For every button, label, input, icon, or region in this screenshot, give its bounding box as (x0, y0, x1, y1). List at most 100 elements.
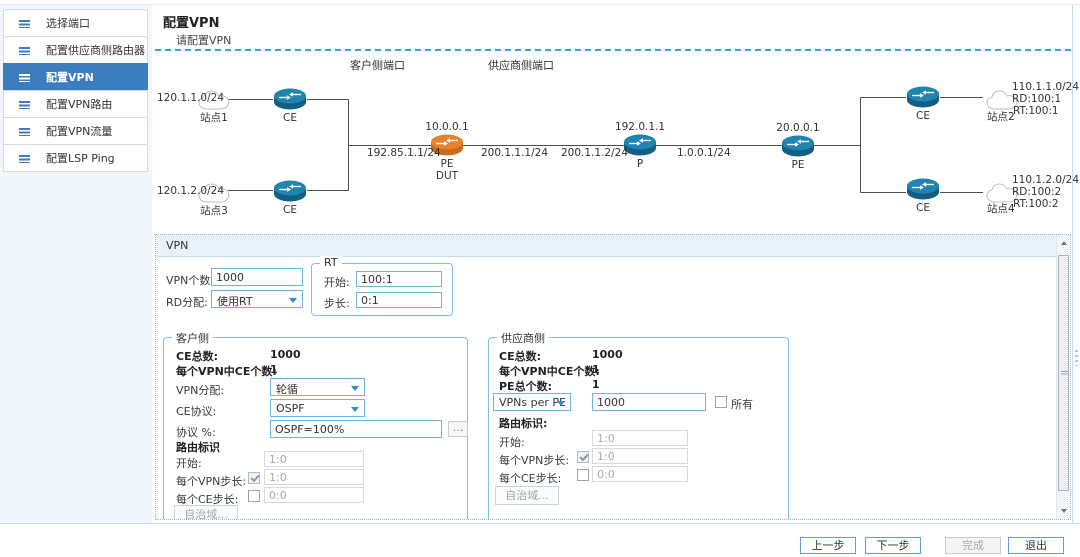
vpns-per-pe-select[interactable]: VPNs per PE (493, 393, 571, 411)
vpns-per-pe-count-input[interactable] (592, 393, 706, 411)
ce-per-vpn-label: 每个VPN中CE个数: (176, 365, 277, 378)
vpn-step-checkbox[interactable] (577, 451, 589, 463)
provider-side-group: 供应商侧 CE总数: 1000 每个VPN中CE个数: 1 PE总个数: 1 V… (488, 330, 789, 519)
exit-button[interactable]: 退出 (1008, 537, 1064, 554)
vpn-step-label: 每个VPN步长: (499, 454, 570, 467)
arrow-up-icon (1061, 241, 1067, 245)
page-title: 配置VPN (163, 16, 220, 31)
ce-step-input[interactable] (264, 487, 364, 503)
vpn-step-input[interactable] (264, 469, 364, 485)
footer-divider (0, 523, 1080, 524)
page-subtitle: 请配置VPN (176, 34, 232, 47)
ce-step-label: 每个CE步长: (499, 472, 562, 485)
ce-total-label: CE总数: (499, 350, 541, 363)
ce-protocol-select[interactable]: OSPF (270, 399, 365, 417)
pe-total-value: 1 (592, 378, 600, 391)
rt-start-label: 开始: (324, 276, 350, 289)
sidebar-item-config-provider-router[interactable]: 配置供应商侧路由器 (3, 36, 148, 64)
sidebar-item-label: 配置VPN路由 (46, 98, 113, 111)
ce-total-label: CE总数: (176, 350, 218, 363)
vpn-config-panel: VPN VPN个数: RD分配: 使用RT RT 开始: 步长: 客户侧 CE总… (155, 234, 1071, 520)
sidebar-item-config-vpn[interactable]: 配置VPN (3, 63, 148, 91)
all-checkbox-label: 所有 (731, 398, 753, 411)
ce-per-vpn-value: 1 (270, 363, 278, 376)
top-divider (0, 4, 1080, 5)
provider-port-label: 供应商侧端口 (488, 59, 554, 72)
rt-group: RT 开始: 步长: (311, 256, 453, 316)
ce-step-checkbox[interactable] (577, 469, 589, 481)
client-port-label: 客户侧端口 (350, 59, 405, 72)
chevron-down-icon (351, 386, 359, 391)
sidebar-item-label: 选择端口 (46, 17, 90, 30)
panel-scrollbar[interactable] (1056, 235, 1070, 519)
vpn-alloc-value: 轮循 (276, 383, 298, 396)
next-button[interactable]: 下一步 (865, 537, 921, 554)
panel-title: VPN (156, 235, 1057, 257)
scroll-down-button[interactable] (1057, 503, 1070, 519)
wizard-step-sidebar: 选择端口 配置供应商侧路由器 配置VPN 配置VPN路由 配置VPN流量 配置L… (0, 5, 152, 523)
scrollbar-grip-icon (1061, 371, 1068, 376)
all-checkbox[interactable] (715, 396, 727, 408)
vpn-step-label: 每个VPN步长: (176, 475, 247, 488)
vpn-count-input[interactable] (211, 268, 303, 286)
sidebar-item-config-vpn-traffic[interactable]: 配置VPN流量 (3, 117, 148, 145)
menu-icon (19, 155, 30, 163)
sidebar-item-label: 配置VPN流量 (46, 125, 113, 138)
ce-per-vpn-label: 每个VPN中CE个数: (499, 365, 600, 378)
vpn-alloc-select[interactable]: 轮循 (270, 378, 365, 396)
sidebar-item-config-vpn-routes[interactable]: 配置VPN路由 (3, 90, 148, 118)
rd-alloc-select[interactable]: 使用RT (211, 290, 303, 308)
vpns-per-pe-value: VPNs per PE (499, 396, 566, 409)
menu-icon (19, 47, 30, 55)
sidebar-item-label: 配置供应商侧路由器 (46, 44, 145, 57)
protocol-pct-label: 协议 %: (176, 426, 216, 439)
menu-icon (19, 128, 30, 136)
ce-step-label: 每个CE步长: (176, 493, 239, 506)
rt-start-input[interactable] (356, 271, 442, 287)
provider-group-title: 供应商侧 (497, 330, 549, 346)
pe-total-label: PE总个数: (499, 380, 552, 393)
back-button[interactable]: 上一步 (800, 537, 856, 554)
route-start-input[interactable] (264, 451, 364, 467)
ce-per-vpn-value: 1 (592, 363, 600, 376)
ce-protocol-label: CE协议: (176, 405, 217, 418)
arrow-down-icon (1061, 509, 1067, 513)
ce-step-input[interactable] (592, 466, 688, 482)
route-id-heading: 路由标识 (176, 441, 220, 454)
sidebar-item-select-ports[interactable]: 选择端口 (3, 9, 148, 37)
client-side-group: 客户侧 CE总数: 1000 每个VPN中CE个数: 1 VPN分配: 轮循 C… (163, 330, 468, 519)
splitter-handle[interactable] (1075, 350, 1078, 366)
vpn-alloc-label: VPN分配: (176, 384, 225, 397)
sidebar-item-label: 配置LSP Ping (46, 152, 115, 165)
menu-icon (19, 74, 30, 82)
client-group-title: 客户侧 (172, 330, 213, 346)
scroll-up-button[interactable] (1057, 235, 1070, 251)
ce-total-value: 1000 (592, 348, 623, 361)
sidebar-item-config-lsp-ping[interactable]: 配置LSP Ping (3, 144, 148, 172)
chevron-down-icon (289, 298, 297, 303)
rd-alloc-value: 使用RT (217, 295, 253, 308)
menu-icon (19, 20, 30, 28)
as-domain-button[interactable]: 自治域... (174, 505, 238, 519)
rt-group-title: RT (320, 256, 342, 269)
dashed-separator (155, 49, 1071, 51)
rd-alloc-label: RD分配: (166, 296, 208, 309)
scrollbar-thumb[interactable] (1058, 255, 1069, 491)
vpn-count-label: VPN个数: (166, 274, 215, 287)
rt-step-input[interactable] (356, 292, 442, 308)
ce-total-value: 1000 (270, 348, 301, 361)
rt-step-label: 步长: (324, 297, 350, 310)
protocol-pct-more-button[interactable]: ... (448, 421, 468, 437)
protocol-pct-input[interactable] (270, 420, 442, 438)
ce-step-checkbox[interactable] (248, 490, 260, 502)
chevron-down-icon (351, 407, 359, 412)
route-start-input[interactable] (592, 430, 688, 446)
route-start-label: 开始: (176, 457, 202, 470)
as-domain-button[interactable]: 自治域... (495, 486, 559, 505)
finish-button[interactable]: 完成 (945, 537, 1001, 554)
vpn-step-input[interactable] (592, 448, 688, 464)
vpn-step-checkbox[interactable] (248, 472, 260, 484)
chevron-down-icon (557, 401, 565, 406)
route-id-heading: 路由标识: (499, 417, 548, 430)
